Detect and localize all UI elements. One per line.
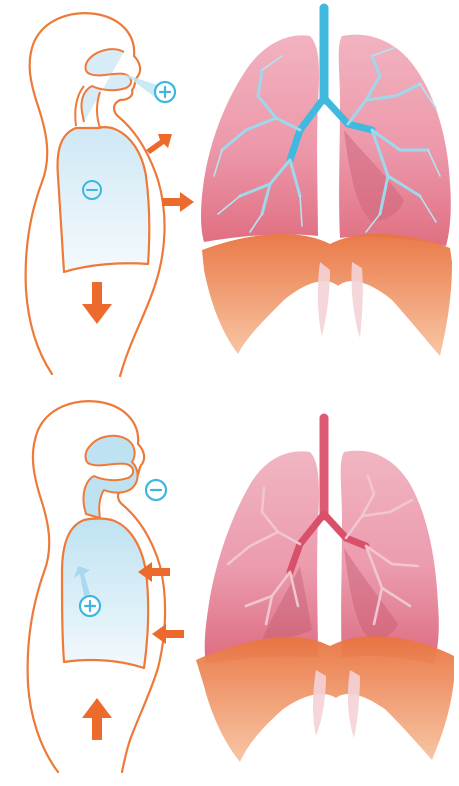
lungs-exhale: [196, 418, 454, 762]
air-pressure-sign: [146, 480, 166, 500]
diaphragm-arrow-down-icon: [82, 282, 112, 324]
diaphragm-exhale: [196, 636, 454, 762]
airway-outline: [81, 49, 131, 122]
chest-arrow-outward-icon: [146, 134, 172, 154]
inhalation-panel: [26, 8, 452, 376]
abdomen-arrow-outward-icon: [162, 192, 194, 212]
diaphragm-arrow-up-icon: [82, 698, 112, 740]
abdomen-arrow-inward-icon: [152, 624, 184, 644]
airway-outline: [83, 436, 137, 518]
lungs-inhale: [201, 8, 452, 356]
chest-cavity: [58, 127, 150, 272]
chest-pressure-sign: [80, 596, 100, 616]
right-lung: [339, 35, 451, 246]
chest-cavity: [62, 519, 148, 669]
air-pressure-sign: [155, 82, 175, 102]
exhalation-panel: [28, 401, 454, 772]
